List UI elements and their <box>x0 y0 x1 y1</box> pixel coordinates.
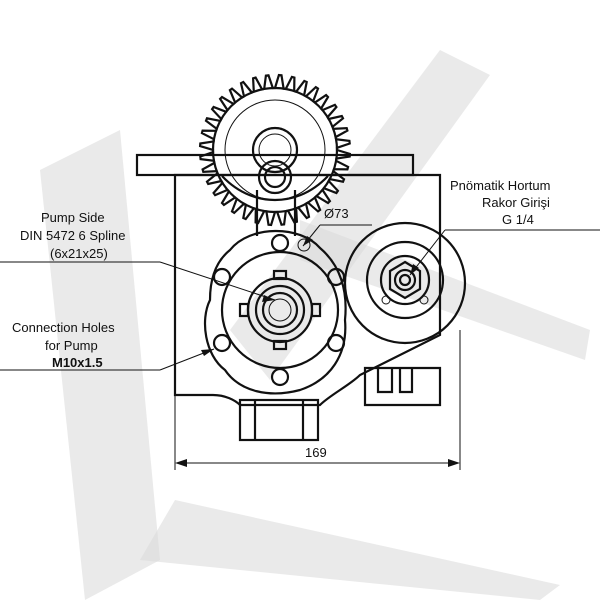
diameter-dimension: Ø73 <box>302 206 372 247</box>
pneumatic-callout: Pnömatik Hortum Rakor Girişi G 1/4 <box>409 178 600 276</box>
pump-side-title: Pump Side <box>41 210 105 225</box>
pneumatic-cylinder <box>343 221 467 345</box>
pneumatic-thread: G 1/4 <box>502 212 534 227</box>
pneumatic-title: Pnömatik Hortum <box>450 178 550 193</box>
bracket <box>363 366 442 407</box>
width-dimension-label: 169 <box>305 445 327 460</box>
watermark-logo <box>40 50 590 600</box>
gear <box>198 73 352 227</box>
pump-side-size: (6x21x25) <box>50 246 108 261</box>
pneumatic-subtitle: Rakor Girişi <box>482 195 550 210</box>
connection-holes-thread: M10x1.5 <box>52 355 103 370</box>
connection-holes-callout: Connection Holes for Pump M10x1.5 <box>0 320 215 371</box>
width-dimension: 169 <box>174 330 461 470</box>
connection-holes-subtitle: for Pump <box>45 338 98 353</box>
housing-body <box>173 173 442 442</box>
diameter-label: Ø73 <box>324 206 349 221</box>
connection-holes-title: Connection Holes <box>12 320 115 335</box>
pump-side-spline: DIN 5472 6 Spline <box>20 228 126 243</box>
pump-side-callout: Pump Side DIN 5472 6 Spline (6x21x25) <box>0 210 276 302</box>
